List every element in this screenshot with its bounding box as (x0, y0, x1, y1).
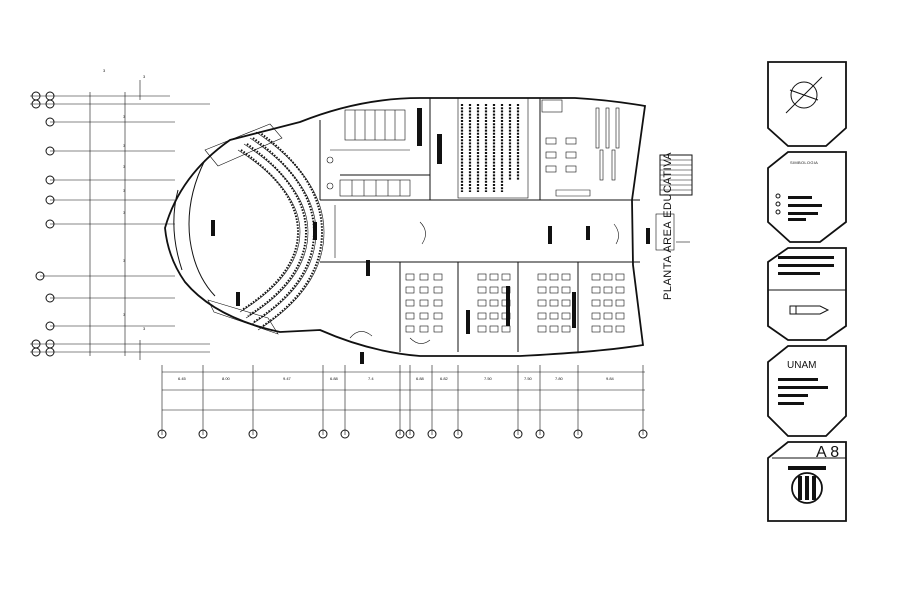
symbology-label: SIMBOLOGIA (790, 160, 819, 165)
car-symbol-icon (789, 305, 830, 315)
axis-label: 3 (143, 326, 146, 331)
north-arrow-icon (785, 76, 823, 114)
library-furniture (541, 99, 620, 197)
dimension-label: 8.00 (222, 376, 231, 381)
axis-label: 3 (123, 312, 126, 317)
bottom-dimensions: 6.45 8.00 9.47 6.88 7.4 6.88 6.82 7.50 7… (157, 365, 648, 439)
stairs (655, 154, 693, 251)
building-outline (164, 97, 650, 364)
axis-label: 3 (123, 210, 126, 215)
unam-logo-icon (788, 466, 826, 504)
dimension-label: 6.88 (416, 376, 425, 381)
dimension-label: 7.4 (368, 376, 374, 381)
axis-label: 3 (123, 188, 126, 193)
dimension-label: 9.47 (283, 376, 292, 381)
dimension-label: 6.88 (330, 376, 339, 381)
dimension-label: 6.82 (440, 376, 449, 381)
drawing-title: PLANTA AREA EDUCATIVA (662, 151, 674, 300)
institution-label: UNAM (787, 360, 817, 371)
dimension-label: 6.45 (178, 376, 187, 381)
left-axis-markers: 3 3 3 3 3 3 3 3 3 3 (30, 68, 210, 360)
axis-label: 3 (123, 143, 126, 148)
dimension-label: 7.50 (524, 376, 533, 381)
axis-label: 3 (123, 164, 126, 169)
sheet-number: A 8 (816, 444, 840, 461)
dimension-label: 7.50 (484, 376, 493, 381)
axis-label: 3 (123, 258, 126, 263)
title-block (767, 61, 847, 522)
axis-label: 3 (143, 74, 146, 79)
classroom-desks (405, 273, 625, 333)
auditorium-seating (204, 123, 325, 335)
dimension-label: 7.80 (555, 376, 564, 381)
restroom-fixtures (326, 109, 411, 197)
axis-label: 3 (103, 68, 106, 73)
dimension-label: 9.84 (606, 376, 615, 381)
lecture-hall-seating (457, 97, 529, 199)
axis-label: 3 (123, 114, 126, 119)
